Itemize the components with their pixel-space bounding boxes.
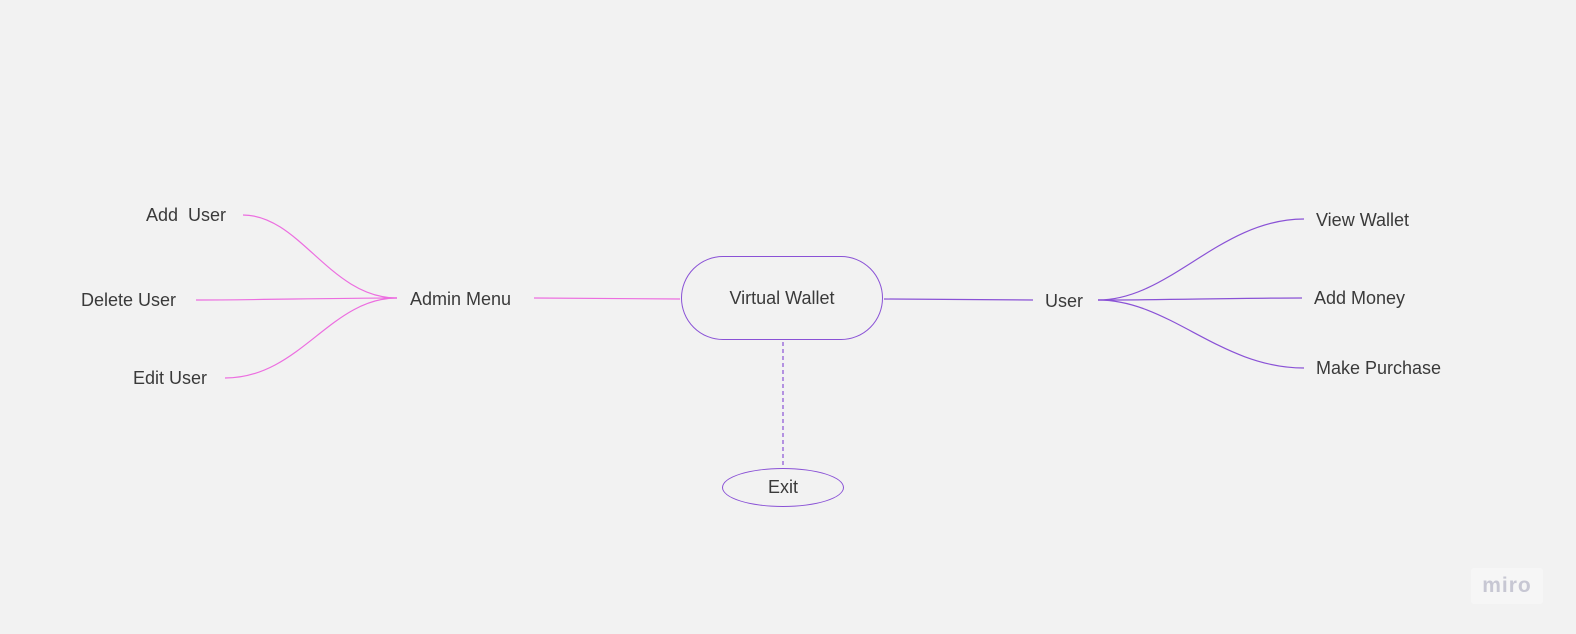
node-edit-user[interactable]: Edit User: [133, 368, 208, 388]
connector-user-to-make-purchase: [1097, 299, 1305, 369]
node-user[interactable]: User: [1045, 291, 1084, 311]
node-virtual-wallet-label: Virtual Wallet: [729, 287, 835, 308]
node-virtual-wallet[interactable]: Virtual Wallet: [681, 256, 883, 340]
node-exit[interactable]: Exit: [722, 468, 844, 507]
connector-admin-to-add-user: [242, 214, 398, 299]
connector-admin-to-delete-user: [195, 297, 398, 301]
connector-center-to-admin-menu: [533, 297, 681, 300]
connector-user-to-view-wallet: [1097, 218, 1305, 301]
miro-logo: miro: [1471, 568, 1543, 604]
node-make-purchase[interactable]: Make Purchase: [1316, 358, 1442, 378]
node-exit-label: Exit: [767, 477, 798, 497]
node-admin-menu[interactable]: Admin Menu: [410, 289, 512, 309]
connector-user-to-add-money: [1097, 297, 1303, 301]
node-view-wallet[interactable]: View Wallet: [1316, 210, 1410, 230]
node-delete-user[interactable]: Delete User: [81, 290, 177, 310]
connector-center-to-user: [883, 298, 1034, 301]
node-add-money[interactable]: Add Money: [1314, 288, 1406, 308]
connector-admin-to-edit-user: [224, 297, 398, 379]
node-add-user[interactable]: Add User: [146, 205, 227, 225]
